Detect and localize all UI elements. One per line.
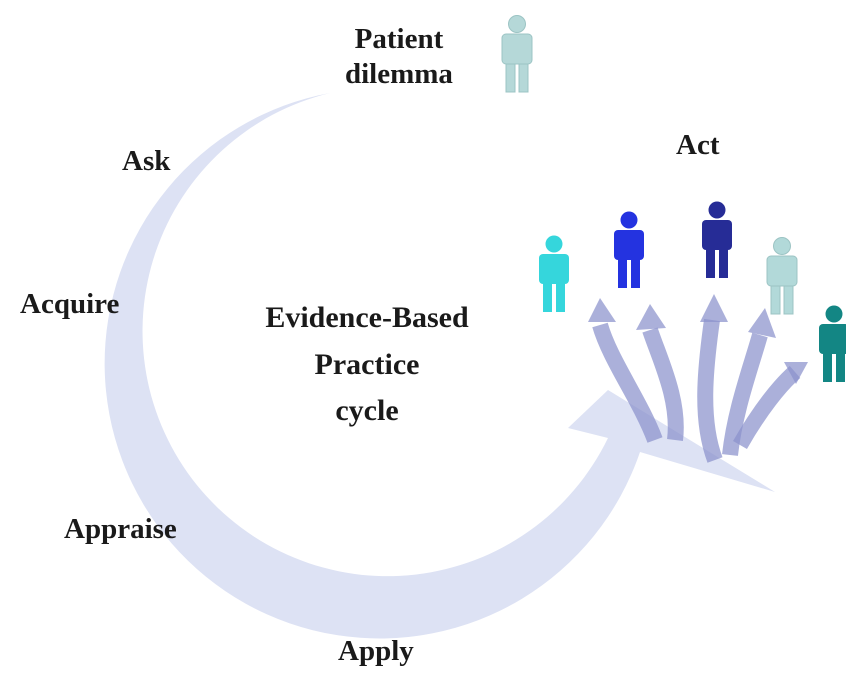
- step-act-label: Act: [676, 129, 720, 161]
- step-appraise-label: Appraise: [64, 513, 177, 545]
- person-icon-blue: [614, 211, 644, 288]
- person-icon-cyan: [539, 235, 569, 312]
- person-icon-navy: [702, 201, 732, 278]
- patient-person-icon: [501, 15, 533, 93]
- branch-arrows: [588, 294, 808, 463]
- step-acquire-label: Acquire: [20, 288, 120, 320]
- step-apply-label: Apply: [338, 635, 414, 667]
- step-ask-label: Ask: [122, 145, 171, 177]
- patient-dilemma-label: Patient dilemma: [345, 23, 453, 91]
- cycle-title: Evidence-Based Practice cycle: [265, 301, 469, 427]
- person-icon-pale: [766, 237, 798, 315]
- person-icon-teal: [819, 305, 846, 382]
- cycle-arrow: [104, 55, 776, 639]
